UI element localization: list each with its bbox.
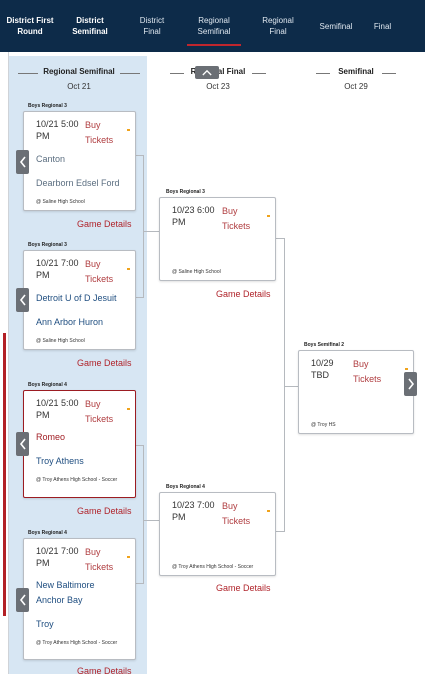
game-details-link[interactable]: Game Details [77,666,132,674]
bracket-line [284,386,298,387]
game-details-link[interactable]: Game Details [216,583,271,593]
game-series-label: Boys Regional 4 [28,530,67,536]
bracket-line [136,155,143,156]
left-divider [8,52,9,674]
chevron-right-icon [407,378,414,390]
bracket-line [136,445,143,446]
bracket-line [276,238,284,239]
scroll-up-button[interactable] [195,66,219,79]
ticket-flag-icon [127,408,130,410]
bracket-line [143,231,159,232]
bracket-line [284,238,285,532]
game-venue: @ Saline High School [36,199,85,205]
column-date-regional-semifinal: Oct 21 [67,82,91,91]
prev-round-button[interactable] [16,432,29,456]
chevron-left-icon [19,156,26,168]
bracket-line [276,531,284,532]
chevron-left-icon [19,438,26,450]
game-venue: @ Troy Athens High School - Soccer [36,477,118,483]
team-name[interactable]: Romeo [36,432,66,442]
prev-round-button[interactable] [16,150,29,174]
team-name[interactable]: New Baltimore Anchor Bay [36,580,95,605]
ticket-flag-icon [267,510,270,512]
bracket-line [143,155,144,298]
game-venue: @ Saline High School [172,269,221,275]
next-round-button[interactable] [404,372,417,396]
team-name[interactable]: Canton [36,154,66,164]
ticket-flag-icon [267,215,270,217]
game-venue: @ Troy HS [311,422,336,428]
team-name[interactable]: Dearborn Edsel Ford [36,178,120,188]
ticket-flag-icon [127,268,130,270]
chevron-left-icon [19,594,26,606]
column-date-regional-final: Oct 23 [206,82,230,91]
game-venue: @ Troy Athens High School - Soccer [172,564,254,570]
game-venue: @ Saline High School [36,338,85,344]
scroll-indicator [3,333,6,616]
chevron-left-icon [19,294,26,306]
team-name[interactable]: Troy [36,619,54,629]
ticket-flag-icon [405,368,408,370]
ticket-flag-icon [127,556,130,558]
game-series-label: Boys Semifinal 2 [304,342,345,348]
chevron-up-icon [202,69,212,76]
game-series-label: Boys Regional 4 [28,382,67,388]
team-name[interactable]: Troy Athens [36,456,84,466]
game-series-label: Boys Regional 4 [166,484,205,490]
game-details-link[interactable]: Game Details [77,506,132,516]
game-series-label: Boys Regional 3 [28,242,67,248]
column-header-regional-semifinal: Regional Semifinal [18,67,140,76]
game-details-link[interactable]: Game Details [77,219,132,229]
tab-semifinal[interactable]: Semifinal [319,21,353,31]
ticket-flag-icon [127,129,130,131]
game-details-link[interactable]: Game Details [77,358,132,368]
prev-round-button[interactable] [16,288,29,312]
bracket-line [136,297,143,298]
column-header-semifinal: Semifinal [316,67,396,76]
prev-round-button[interactable] [16,588,29,612]
game-venue: @ Troy Athens High School - Soccer [36,640,118,646]
game-details-link[interactable]: Game Details [216,289,271,299]
bracket-line [136,583,143,584]
team-name[interactable]: Detroit U of D Jesuit [36,293,117,303]
column-date-semifinal: Oct 29 [344,82,368,91]
game-series-label: Boys Regional 3 [166,189,205,195]
bracket-line [143,520,159,521]
game-series-label: Boys Regional 3 [28,103,67,109]
team-name[interactable]: Ann Arbor Huron [36,317,104,327]
bracket-line [143,445,144,584]
tab-final[interactable]: Final [373,21,392,31]
